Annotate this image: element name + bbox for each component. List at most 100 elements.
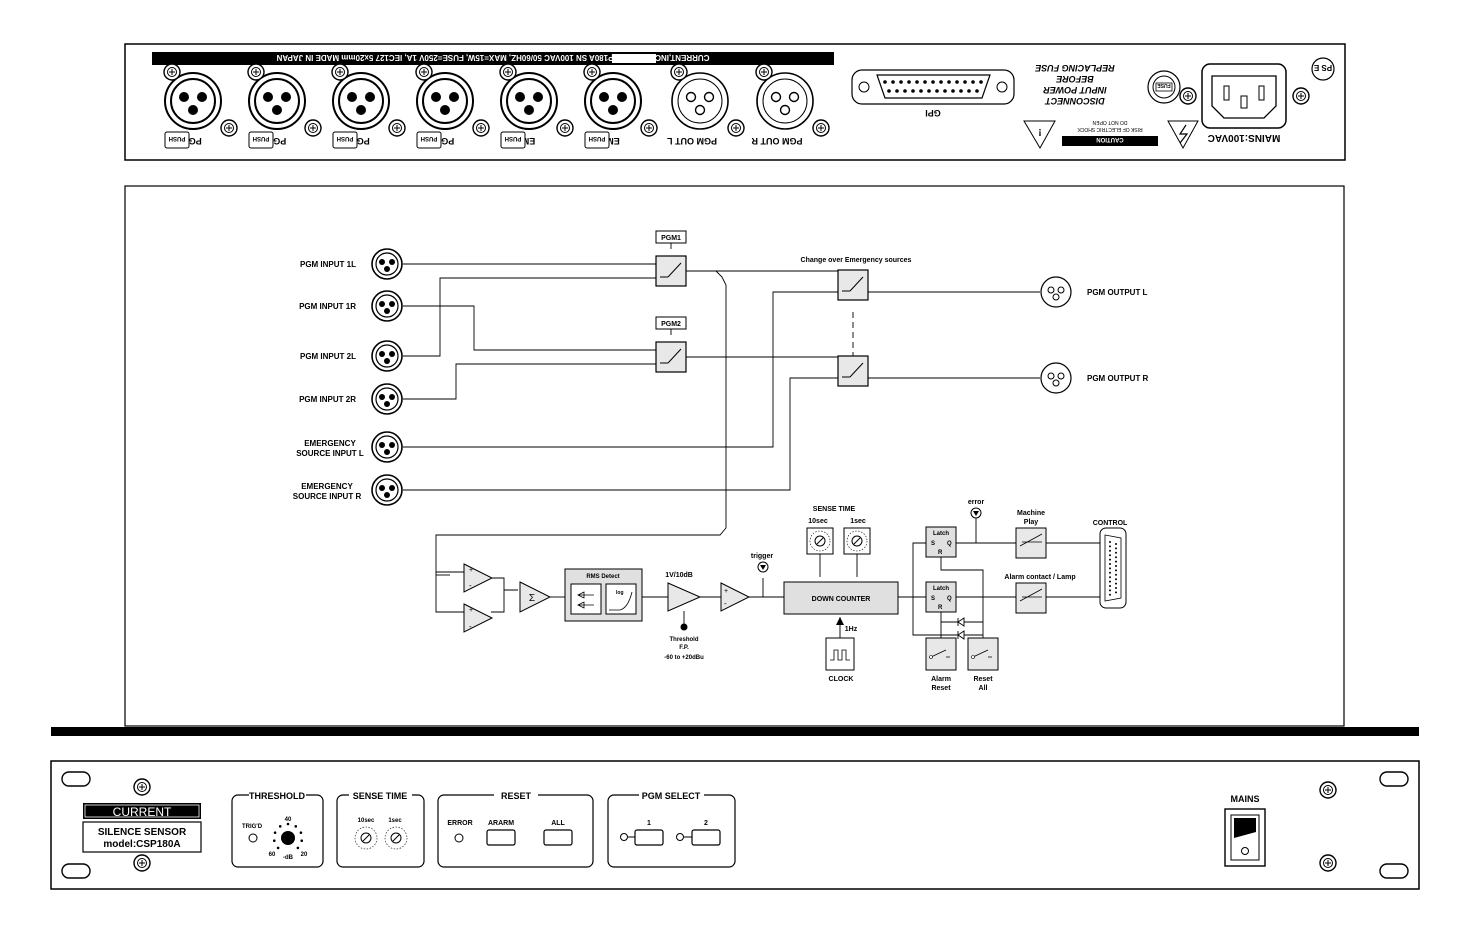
threshold-title: THRESHOLD <box>249 791 306 801</box>
gpi-connector: GPI <box>851 69 1015 118</box>
push-label: PUSH <box>421 135 438 141</box>
svg-text:S: S <box>931 541 935 547</box>
machine-play-label: Machine <box>1017 510 1045 517</box>
rear-panel: CURRENT,INC. model:CSP180A SN 100VAC 50/… <box>124 43 1346 161</box>
reset-all-label: Reset <box>973 676 993 683</box>
error-led <box>454 833 464 843</box>
threshold-label: F.P. <box>679 645 689 651</box>
pgm-2-led <box>676 833 684 841</box>
svg-text:R: R <box>938 605 943 611</box>
ten-sec-dial[interactable] <box>354 826 378 850</box>
latch-1: Latch S Q R <box>925 526 957 558</box>
trigd-led <box>248 833 258 843</box>
pgm-select-title: PGM SELECT <box>642 791 701 801</box>
xlr-input: PGM 1RPUSH <box>247 63 322 149</box>
svg-text:+: + <box>469 607 473 614</box>
down-counter-label: DOWN COUNTER <box>812 596 871 603</box>
one-sec-dial[interactable] <box>384 826 408 850</box>
caution-line: RISK OF ELECTRIC SHOCK <box>1077 126 1143 132</box>
alarm-reset-button[interactable] <box>486 829 516 846</box>
one-sec-label: 1sec <box>388 818 402 824</box>
gpi-label: GPI <box>925 108 941 118</box>
output-label: PGM OUTPUT R <box>1087 374 1149 383</box>
fuse-warning-line: INPUT POWER <box>1043 85 1107 95</box>
fuse-warning-line: BEFORE <box>1055 74 1094 84</box>
brand-label: CURRENT <box>113 805 172 819</box>
model-label: model:CSP180A <box>103 839 180 850</box>
knob-scale-label: 40 <box>285 817 292 823</box>
threshold-knob[interactable] <box>281 831 295 845</box>
caution-line: DO NOT OPEN <box>1092 119 1127 125</box>
mains-label: MAINS <box>1231 794 1260 804</box>
xlr-input: PGM 1LPUSH <box>163 63 238 149</box>
svg-text:-: - <box>469 622 472 631</box>
input-label: EMERGENCY <box>301 482 353 491</box>
svg-text:-: - <box>469 581 472 590</box>
reset-title: RESET <box>501 791 532 801</box>
knob-scale-label: 60 <box>269 852 276 858</box>
fuse-warning-line: REPLACING FUSE <box>1034 63 1115 73</box>
fuse-label: FUSE <box>1157 82 1171 88</box>
pgm-2-button[interactable] <box>691 829 721 846</box>
ten-sec-label: 10sec <box>808 518 828 525</box>
input-label: PGM INPUT 1L <box>300 260 356 269</box>
one-sec-label: 1sec <box>850 518 866 525</box>
reset-all-label: All <box>979 685 988 692</box>
log-label: log <box>616 590 624 596</box>
rear-label-strip: CURRENT,INC. model:CSP180A SN 100VAC 50/… <box>276 53 709 62</box>
input-label: PGM INPUT 2L <box>300 352 356 361</box>
input-label: SOURCE INPUT L <box>296 449 364 458</box>
gain-label: 1V/10dB <box>665 572 693 579</box>
alarm-contact-label: Alarm contact / Lamp <box>1004 574 1075 581</box>
reset-all-button[interactable] <box>543 829 573 846</box>
push-label: PUSH <box>253 135 270 141</box>
pse-mark: PS E <box>1311 57 1335 81</box>
pgm-2-label: 2 <box>704 820 708 827</box>
control-connector <box>1099 527 1127 609</box>
xlr-label: PGM OUT R <box>751 136 802 146</box>
mains-inlet: MAINS:100VAC <box>1201 63 1287 143</box>
svg-text:!: ! <box>1038 126 1041 137</box>
xlr-input: PGM 2RPUSH <box>415 63 490 149</box>
alarm-reset-label: Reset <box>931 685 951 692</box>
push-label: PUSH <box>589 135 606 141</box>
pgm2-label: PGM2 <box>661 321 681 328</box>
xlr-output: PGM OUT L <box>667 63 745 146</box>
trigger-label: trigger <box>751 553 773 560</box>
pgm1-label: PGM1 <box>661 235 681 242</box>
sum-label: Σ <box>529 593 535 604</box>
svg-text:Latch: Latch <box>933 531 949 537</box>
error-label: error <box>968 499 985 506</box>
mains-switch[interactable] <box>1224 808 1266 867</box>
control-label: CONTROL <box>1093 520 1128 527</box>
block-diagram: PGM INPUT 1L PGM INPUT 1R PGM INPUT 2L P… <box>124 185 1345 727</box>
input-label: SOURCE INPUT R <box>293 492 362 501</box>
all-label: ALL <box>551 820 565 827</box>
fuse-warning-line: DISCONNECT <box>1044 96 1105 106</box>
rack-divider <box>51 727 1419 736</box>
threshold-label: Threshold <box>669 637 698 643</box>
svg-text:+: + <box>469 567 473 574</box>
input-label: PGM INPUT 1R <box>299 302 356 311</box>
svg-text:S: S <box>931 596 935 602</box>
svg-text:R: R <box>938 550 943 556</box>
svg-text:-: - <box>724 599 727 608</box>
xlr-input: EMG RPUSH <box>583 63 658 149</box>
svg-text:Q: Q <box>947 541 952 547</box>
sense-time-title: SENSE TIME <box>353 791 408 801</box>
product-label: SILENCE SENSOR <box>98 827 187 838</box>
caution-title: CAUTION <box>1096 136 1123 142</box>
trigd-label: TRIG'D <box>242 824 263 830</box>
threshold-label: -60 to +20dBu <box>664 655 704 661</box>
ten-sec-label: 10sec <box>358 818 375 824</box>
input-label: EMERGENCY <box>304 439 356 448</box>
fuse-warning: DISCONNECT INPUT POWER BEFORE REPLACING … <box>1034 63 1115 106</box>
pgm-1-button[interactable] <box>634 829 664 846</box>
push-label: PUSH <box>505 135 522 141</box>
machine-play-label: Play <box>1024 519 1039 526</box>
error-label: ERROR <box>447 820 472 827</box>
xlr-output: PGM OUT R <box>751 63 830 146</box>
mains-inlet-label: MAINS:100VAC <box>1208 132 1281 143</box>
ararm-label: ARARM <box>488 820 514 827</box>
